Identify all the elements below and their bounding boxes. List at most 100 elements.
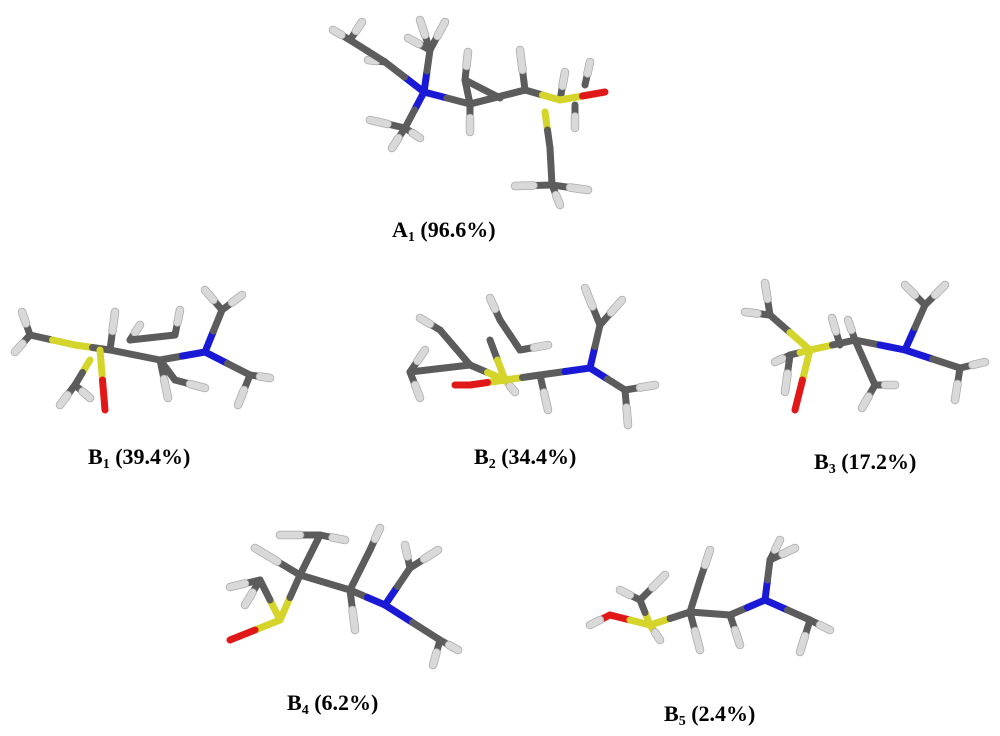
molecule-B1 xyxy=(10,285,275,414)
bond xyxy=(540,389,552,414)
bond xyxy=(349,606,359,634)
bond xyxy=(388,134,402,152)
bond xyxy=(861,359,879,389)
caption-population: (17.2%) xyxy=(841,449,917,474)
bond xyxy=(461,76,486,93)
bond xyxy=(420,546,442,563)
bond xyxy=(352,18,366,35)
bond xyxy=(201,286,217,304)
bond xyxy=(556,92,586,104)
caption-letter: B xyxy=(474,444,489,469)
bond xyxy=(766,311,794,336)
caption-population: (6.2%) xyxy=(314,690,379,715)
bond xyxy=(241,589,256,609)
caption-population: (39.4%) xyxy=(115,444,191,469)
bond xyxy=(741,308,761,317)
bond xyxy=(506,382,519,396)
molecule-B4 xyxy=(225,523,463,670)
bond xyxy=(411,381,424,402)
bond xyxy=(256,576,274,604)
bond xyxy=(149,331,179,341)
bond xyxy=(844,316,855,334)
bond xyxy=(356,546,374,574)
bond xyxy=(366,116,391,128)
bond xyxy=(486,294,499,313)
bond xyxy=(18,308,30,327)
caption-B3: B3 (17.2%) xyxy=(814,451,916,477)
bond xyxy=(851,336,869,366)
bond xyxy=(784,606,814,624)
bond xyxy=(464,88,474,108)
bond xyxy=(586,616,604,629)
bond xyxy=(71,369,86,389)
bond xyxy=(607,296,626,316)
bond xyxy=(420,88,451,102)
bond xyxy=(394,564,414,590)
bond xyxy=(329,534,349,544)
bond xyxy=(306,531,324,559)
caption-index: 3 xyxy=(828,462,836,477)
bond xyxy=(506,331,524,354)
bond xyxy=(901,324,919,354)
bond xyxy=(226,580,249,591)
bond xyxy=(929,355,964,372)
bond xyxy=(586,343,599,372)
molecule-A1 xyxy=(328,15,609,210)
bond xyxy=(296,571,329,586)
bond xyxy=(409,619,444,644)
bond xyxy=(771,355,786,366)
bond xyxy=(781,370,791,396)
bond xyxy=(364,56,380,65)
bond xyxy=(420,67,431,96)
bond xyxy=(731,626,744,649)
caption-B1: B1 (39.4%) xyxy=(88,446,190,472)
bond xyxy=(164,366,179,384)
molecule-B5 xyxy=(585,535,835,657)
caption-population: (2.4%) xyxy=(691,701,756,726)
bond xyxy=(806,341,836,354)
bond xyxy=(604,375,629,394)
bond xyxy=(858,393,872,412)
bond xyxy=(761,596,791,614)
bond xyxy=(494,356,509,384)
bond xyxy=(186,380,209,392)
bond xyxy=(828,314,840,335)
bond xyxy=(274,558,304,579)
bond xyxy=(160,375,172,402)
bond xyxy=(79,388,94,402)
bond xyxy=(530,341,552,351)
bond xyxy=(381,58,408,81)
bond xyxy=(131,321,144,336)
bond xyxy=(401,106,418,132)
bond xyxy=(764,556,774,584)
bond xyxy=(486,336,501,364)
bond xyxy=(591,321,604,350)
bond xyxy=(771,536,784,554)
bond xyxy=(646,615,674,629)
caption-letter: B xyxy=(664,701,679,726)
bond xyxy=(901,346,936,363)
caption-index: 4 xyxy=(301,703,309,718)
caption-index: 1 xyxy=(102,457,110,472)
caption-B4: B4 (6.2%) xyxy=(287,692,378,718)
bond xyxy=(126,334,156,344)
bond xyxy=(876,341,909,354)
bond xyxy=(552,191,564,209)
bond xyxy=(251,544,281,565)
bond xyxy=(829,336,859,349)
bond xyxy=(566,184,592,194)
bond xyxy=(463,48,472,70)
bond xyxy=(49,336,79,349)
bond xyxy=(636,596,649,616)
caption-A1: A1 (96.6%) xyxy=(392,219,496,245)
bond xyxy=(666,608,694,622)
bond xyxy=(26,331,56,344)
molecule-B2 xyxy=(406,283,660,430)
bond xyxy=(636,381,659,391)
bond xyxy=(224,360,254,379)
caption-B2: B2 (34.4%) xyxy=(474,446,576,472)
bond xyxy=(436,361,474,372)
bond xyxy=(951,380,961,404)
bond xyxy=(56,391,71,409)
